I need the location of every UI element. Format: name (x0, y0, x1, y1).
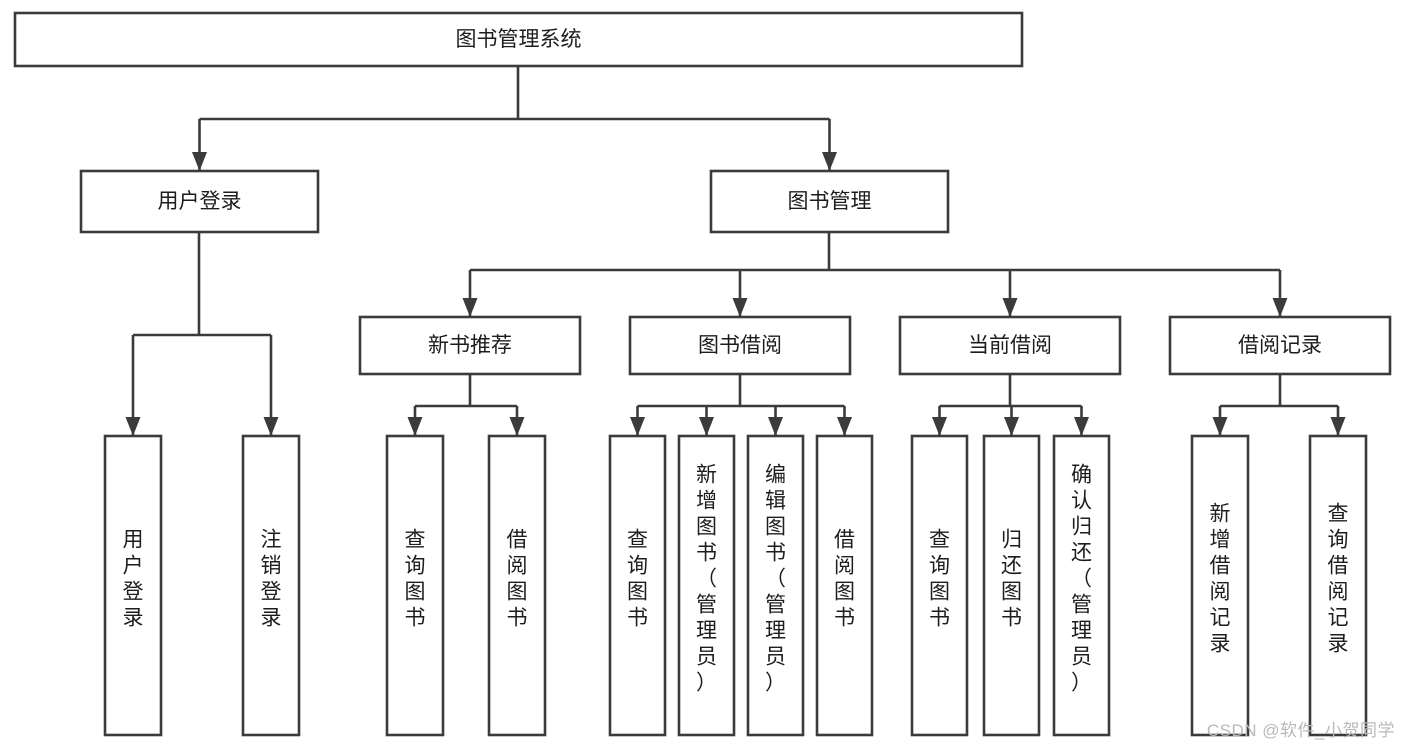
node-label: 图书管理系统 (456, 28, 582, 51)
node-box[interactable] (815, 434, 874, 737)
diagram-node[interactable]: 借阅图书 (487, 434, 547, 737)
arrow-head-icon (768, 417, 783, 436)
diagram-node[interactable]: 图书借阅 (628, 315, 852, 376)
node-box[interactable] (628, 315, 852, 376)
node-label: 注销登录 (261, 529, 282, 630)
node-box[interactable] (13, 11, 1024, 68)
arrow-head-icon (263, 417, 279, 436)
arrow-head-icon (822, 152, 837, 171)
node-label: 用户登录 (158, 190, 242, 213)
node-layer: 图书管理系统用户登录图书管理新书推荐图书借阅当前借阅借阅记录用户登录注销登录查询… (13, 11, 1392, 737)
diagram-node[interactable]: 查询借阅记录 (1308, 434, 1368, 737)
arrow-head-icon (837, 417, 852, 436)
node-label: 查询图书 (929, 529, 950, 630)
diagram-node[interactable]: 查询图书 (910, 434, 969, 737)
node-label: 新书推荐 (428, 334, 512, 357)
csdn-watermark: CSDN @软件_小贺同学 (1206, 721, 1395, 740)
arrow-head-icon (462, 298, 478, 317)
node-label: 编辑图书（管理员） (765, 464, 786, 695)
arrow-head-icon (1074, 417, 1089, 436)
node-label: 用户登录 (123, 529, 144, 630)
node-box[interactable] (1052, 434, 1111, 737)
diagram-node[interactable]: 图书管理系统 (13, 11, 1024, 68)
node-box[interactable] (1308, 434, 1368, 737)
node-label: 图书借阅 (698, 334, 782, 357)
diagram-node[interactable]: 确认归还（管理员） (1052, 434, 1111, 737)
node-box[interactable] (385, 434, 445, 737)
arrow-head-icon (1004, 417, 1019, 436)
diagram-node[interactable]: 注销登录 (241, 434, 301, 737)
node-box[interactable] (910, 434, 969, 737)
connector-layer (125, 66, 1346, 436)
node-label: 归还图书 (1001, 529, 1022, 630)
node-label: 借阅图书 (507, 529, 528, 630)
arrow-head-icon (732, 298, 748, 317)
node-box[interactable] (898, 315, 1122, 376)
node-box[interactable] (487, 434, 547, 737)
node-label: 借阅记录 (1238, 334, 1322, 357)
node-box[interactable] (677, 434, 736, 737)
arrow-head-icon (1330, 417, 1346, 436)
node-box[interactable] (709, 169, 950, 234)
arrow-head-icon (125, 417, 141, 436)
node-box[interactable] (241, 434, 301, 737)
node-label: 新增图书（管理员） (696, 464, 717, 695)
diagram-node[interactable]: 归还图书 (982, 434, 1041, 737)
node-label: 当前借阅 (968, 334, 1052, 357)
arrow-head-icon (1272, 298, 1288, 317)
node-box[interactable] (1190, 434, 1250, 737)
diagram-node[interactable]: 图书管理 (709, 169, 950, 234)
node-box[interactable] (103, 434, 163, 737)
diagram-node[interactable]: 编辑图书（管理员） (746, 434, 805, 737)
diagram-node[interactable]: 新增借阅记录 (1190, 434, 1250, 737)
arrow-head-icon (407, 417, 423, 436)
node-box[interactable] (746, 434, 805, 737)
node-label: 确认归还（管理员） (1071, 464, 1092, 695)
node-label: 新增借阅记录 (1210, 503, 1231, 656)
arrow-head-icon (699, 417, 714, 436)
diagram-node[interactable]: 用户登录 (79, 169, 320, 234)
node-label: 查询借阅记录 (1328, 503, 1349, 656)
diagram-node[interactable]: 借阅图书 (815, 434, 874, 737)
arrow-head-icon (630, 417, 645, 436)
node-box[interactable] (1168, 315, 1392, 376)
diagram-node[interactable]: 查询图书 (608, 434, 667, 737)
diagram-node[interactable]: 用户登录 (103, 434, 163, 737)
node-box[interactable] (608, 434, 667, 737)
arrow-head-icon (509, 417, 525, 436)
node-label: 查询图书 (627, 529, 648, 630)
node-label: 借阅图书 (834, 529, 855, 630)
diagram-node[interactable]: 新增图书（管理员） (677, 434, 736, 737)
arrow-head-icon (1002, 298, 1018, 317)
diagram-node[interactable]: 查询图书 (385, 434, 445, 737)
diagram-node[interactable]: 新书推荐 (358, 315, 582, 376)
node-box[interactable] (358, 315, 582, 376)
arrow-head-icon (1212, 417, 1228, 436)
node-label: 查询图书 (405, 529, 426, 630)
arrow-head-icon (192, 152, 207, 171)
node-box[interactable] (982, 434, 1041, 737)
node-label: 图书管理 (788, 190, 872, 213)
diagram-node[interactable]: 借阅记录 (1168, 315, 1392, 376)
diagram-node[interactable]: 当前借阅 (898, 315, 1122, 376)
arrow-head-icon (932, 417, 947, 436)
node-box[interactable] (79, 169, 320, 234)
